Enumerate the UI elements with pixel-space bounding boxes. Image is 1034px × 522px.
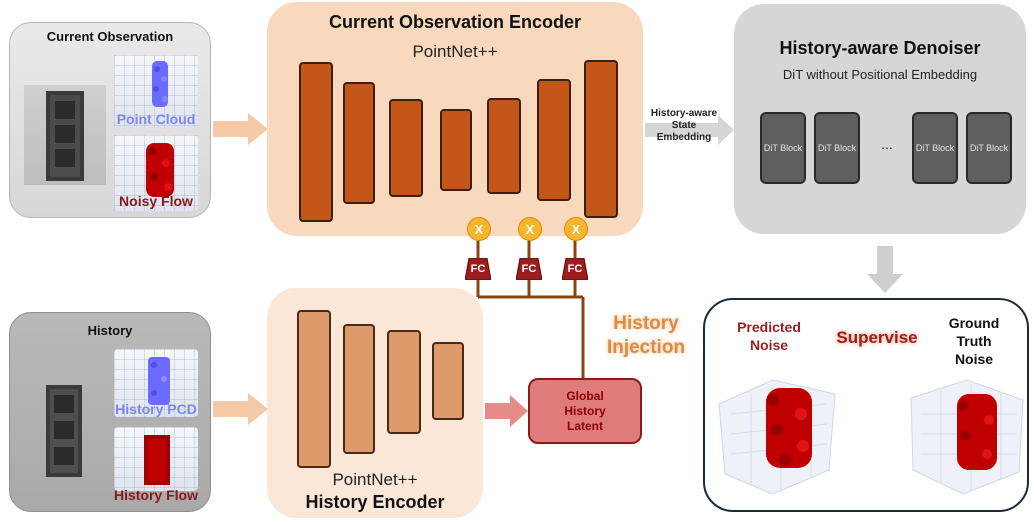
dit-block-2: DiT Block — [814, 112, 860, 184]
fc-layer-2: FC — [516, 258, 542, 280]
gt-noise-line-2: Truth — [956, 333, 992, 349]
dit-block-4: DiT Block — [966, 112, 1012, 184]
global-latent-line-3: Latent — [567, 418, 603, 433]
state-embedding-line-1: History-aware — [650, 108, 718, 119]
history-pcd-label: History PCD — [115, 401, 197, 417]
history-title: History — [87, 323, 133, 338]
multiply-node-2: X — [518, 217, 542, 241]
predicted-noise-line-2: Noise — [749, 337, 789, 353]
predicted-noise-label: Predicted Noise — [721, 318, 817, 354]
state-embedding-line-3: Embedding — [656, 132, 712, 143]
arrow-encoder-to-latent — [485, 395, 528, 427]
history-encoder-title: History Encoder — [305, 492, 445, 512]
encoder-layer-2 — [343, 82, 375, 204]
supervision-panel: Predicted Noise Supervise Ground Truth N… — [703, 298, 1029, 512]
supervise-label: Supervise — [836, 328, 918, 347]
history-encoder-layer-1 — [297, 310, 331, 468]
history-red-flow-shape — [144, 435, 170, 485]
red-flow-shape — [146, 143, 174, 197]
denoiser-subtitle: DiT without Positional Embedding — [782, 67, 978, 82]
history-object-render — [30, 377, 106, 481]
history-injection-line-2: Injection — [606, 337, 686, 358]
ground-truth-noise-label: Ground Truth Noise — [931, 314, 1017, 368]
noisy-flow-label: Noisy Flow — [119, 193, 193, 209]
predicted-noise-line-1: Predicted — [737, 319, 801, 335]
current-observation-panel: Current Observation Point Cloud Noisy Fl… — [9, 22, 211, 218]
arrow-encoder-to-denoiser — [645, 115, 734, 145]
object-render — [24, 85, 106, 185]
denoiser-title: History-aware Denoiser — [779, 38, 981, 58]
noisy-flow-thumbnail — [114, 135, 198, 211]
current-encoder-subtitle: PointNet++ — [412, 42, 498, 61]
ground-truth-noise-plot — [910, 379, 1024, 495]
fc-layer-3: FC — [562, 258, 588, 280]
global-history-latent-box: Global History Latent — [528, 378, 642, 444]
current-observation-encoder-panel: Current Observation Encoder PointNet++ — [267, 2, 643, 236]
fc-layer-1: FC — [465, 258, 491, 280]
encoder-layer-4 — [440, 109, 472, 191]
current-observation-title: Current Observation — [46, 29, 174, 44]
multiply-node-1: X — [467, 217, 491, 241]
history-injection-line-1: History — [613, 313, 679, 334]
history-encoder-layer-3 — [387, 330, 421, 434]
history-encoder-layer-4 — [432, 342, 464, 420]
gt-noise-line-3: Noise — [954, 351, 994, 367]
decoder-layer-2 — [537, 79, 571, 201]
encoder-layer-1 — [299, 62, 333, 222]
dit-block-3: DiT Block — [912, 112, 958, 184]
gt-noise-line-1: Ground — [948, 315, 1000, 331]
point-cloud-label: Point Cloud — [116, 111, 196, 127]
dit-block-1: DiT Block — [760, 112, 806, 184]
history-encoder-layer-2 — [343, 324, 375, 454]
decoder-layer-3 — [584, 60, 618, 218]
dit-ellipsis: ... — [881, 136, 893, 152]
blue-points-shape — [152, 61, 168, 107]
history-encoder-subtitle: PointNet++ — [332, 470, 418, 489]
encoder-layer-3 — [389, 99, 423, 197]
global-latent-line-2: History — [564, 403, 606, 418]
history-flow-thumbnail — [114, 427, 198, 491]
point-cloud-thumbnail — [114, 55, 198, 127]
history-injection-label: History Injection — [598, 312, 694, 360]
state-embedding-line-2: State — [671, 120, 697, 131]
history-blue-points-shape — [148, 357, 170, 405]
history-panel: History History PCD History Flow — [9, 312, 211, 512]
multiply-node-3: X — [564, 217, 588, 241]
history-encoder-panel: PointNet++ History Encoder — [267, 288, 483, 518]
denoiser-panel: History-aware Denoiser DiT without Posit… — [734, 4, 1026, 234]
predicted-noise-plot — [718, 379, 836, 495]
history-pcd-thumbnail — [114, 349, 198, 417]
current-encoder-title: Current Observation Encoder — [328, 12, 582, 32]
arrow-obs-to-encoder — [213, 113, 268, 145]
global-latent-line-1: Global — [566, 388, 604, 403]
history-flow-label: History Flow — [113, 487, 198, 503]
arrow-denoiser-to-supervise — [867, 246, 903, 293]
state-embedding-label: History-aware State Embedding — [643, 108, 725, 144]
decoder-layer-1 — [487, 98, 521, 194]
arrow-history-to-encoder — [213, 393, 268, 425]
